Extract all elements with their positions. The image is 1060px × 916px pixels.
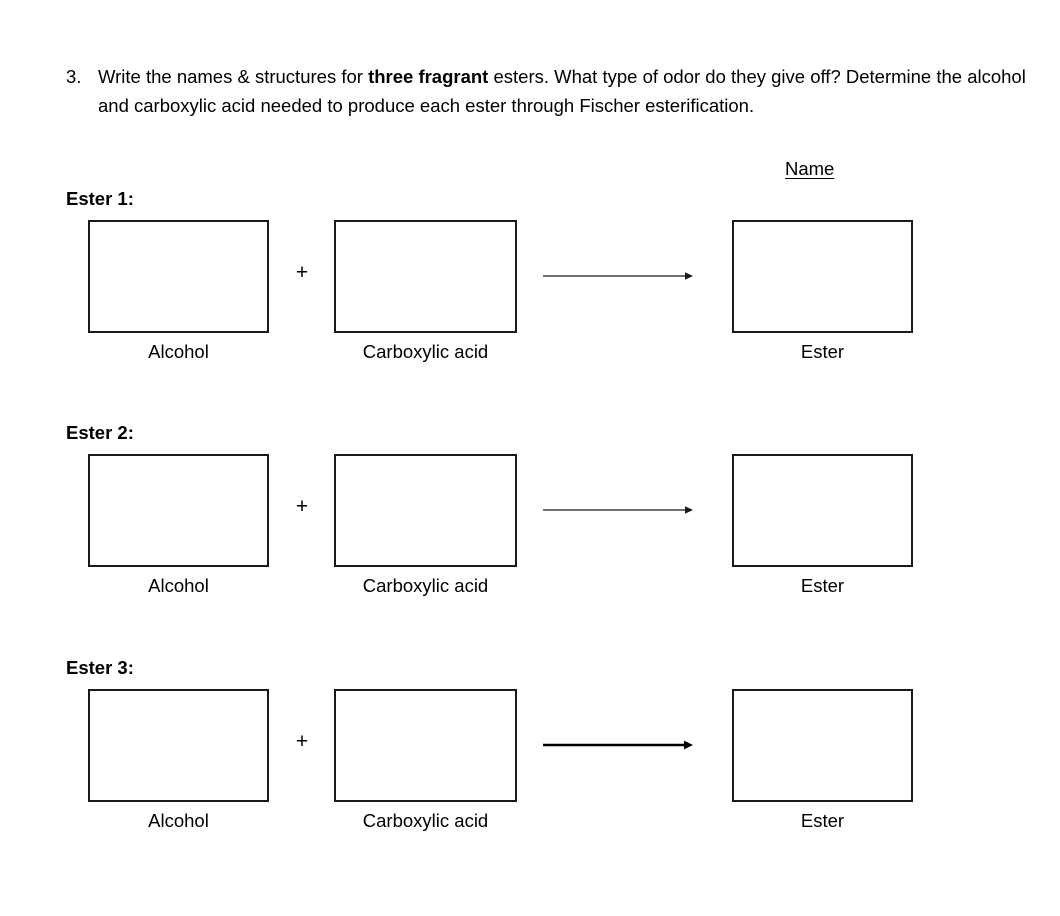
ester-1-ester-label: Ester — [800, 341, 845, 362]
ester-3-alcohol-drawing-box[interactable] — [88, 689, 269, 802]
ester-1-carboxylic-acid-label: Carboxylic acid — [362, 341, 489, 362]
reaction-arrow-icon — [543, 272, 693, 280]
ester-3-ester-drawing-box[interactable] — [732, 689, 913, 802]
ester-3-heading: Ester 3: — [66, 657, 134, 678]
ester-1-ester-drawing-box[interactable] — [732, 220, 913, 333]
ester-3-alcohol-label: Alcohol — [148, 810, 209, 831]
ester-3-carboxylic-acid-drawing-box[interactable] — [334, 689, 517, 802]
question-text-part-1: Write the names & structures for — [98, 66, 369, 87]
ester-3-ester-label: Ester — [800, 810, 845, 831]
ester-3-reaction-row: + Alcohol Carboxylic acid Ester — [0, 683, 1060, 838]
ester-2-carboxylic-acid-drawing-box[interactable] — [334, 454, 517, 567]
question-text: Write the names & structures for three f… — [98, 62, 1026, 120]
name-field-label: Name — [785, 158, 835, 179]
ester-1-reaction-row: + Alcohol Carboxylic acid Ester — [0, 214, 1060, 369]
ester-2-ester-drawing-box[interactable] — [732, 454, 913, 567]
question-block: 3. Write the names & structures for thre… — [66, 62, 1026, 120]
ester-1-carboxylic-acid-drawing-box[interactable] — [334, 220, 517, 333]
reaction-arrow-icon — [543, 506, 693, 514]
ester-3-carboxylic-acid-label: Carboxylic acid — [362, 810, 489, 831]
ester-2-alcohol-label: Alcohol — [148, 575, 209, 596]
question-number: 3. — [66, 66, 82, 87]
ester-2-heading: Ester 2: — [66, 422, 134, 443]
plus-operator-icon: + — [295, 495, 309, 518]
question-text-emphasis: three fragrant — [368, 66, 489, 87]
question-text-part-2: esters. What type of odor do they give o… — [98, 66, 1026, 116]
plus-operator-icon: + — [295, 730, 309, 753]
ester-1-alcohol-drawing-box[interactable] — [88, 220, 269, 333]
ester-2-ester-label: Ester — [800, 575, 845, 596]
reaction-arrow-icon — [543, 740, 693, 750]
ester-2-reaction-row: + Alcohol Carboxylic acid Ester — [0, 448, 1060, 603]
ester-2-alcohol-drawing-box[interactable] — [88, 454, 269, 567]
ester-2-carboxylic-acid-label: Carboxylic acid — [362, 575, 489, 596]
plus-operator-icon: + — [295, 261, 309, 284]
ester-1-heading: Ester 1: — [66, 188, 134, 209]
ester-1-alcohol-label: Alcohol — [148, 341, 209, 362]
